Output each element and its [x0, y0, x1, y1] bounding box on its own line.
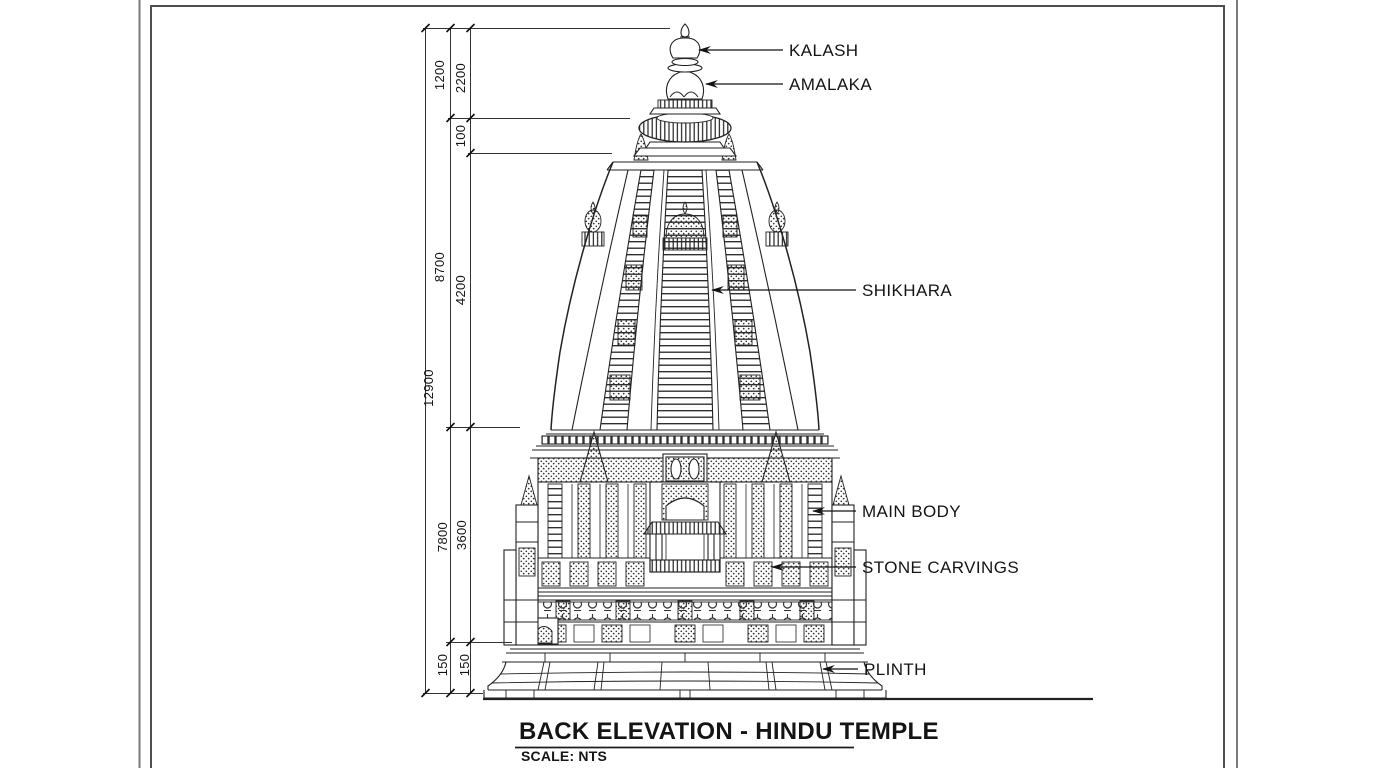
callout-stone-carvings: STONE CARVINGS — [862, 558, 1019, 577]
dimension-labels: 1200 2200 100 8700 4200 12900 7800 3600 … — [421, 60, 472, 676]
dim-label-kalash-height: 1200 — [432, 60, 447, 90]
callout-main-body: MAIN BODY — [862, 502, 961, 521]
shikhara-drawing — [550, 133, 820, 431]
extension-lines — [423, 28, 670, 694]
dim-label-plinth-upper: 150 — [435, 654, 450, 677]
dim-label-body-inner: 3600 — [454, 520, 469, 550]
dim-label-shikhara-outer: 8700 — [432, 252, 447, 282]
drawing-scale: SCALE: NTS — [521, 748, 607, 764]
dim-label-neck: 100 — [453, 125, 468, 148]
dim-label-total-height: 12900 — [421, 369, 436, 407]
finial-drawing — [632, 23, 738, 157]
dim-label-finial-total: 2200 — [453, 63, 468, 93]
dim-label-shikhara-inner: 4200 — [453, 275, 468, 305]
callout-shikhara: SHIKHARA — [862, 281, 952, 300]
callout-amalaka: AMALAKA — [789, 75, 872, 94]
main-body-drawing — [503, 429, 867, 646]
callout-kalash: KALASH — [789, 41, 859, 60]
drawing-title: BACK ELEVATION - HINDU TEMPLE — [519, 718, 939, 745]
dimension-ticks — [420, 23, 476, 698]
dim-label-plinth-lower: 150 — [457, 654, 472, 677]
sheet-frame — [138, 0, 1238, 768]
temple-line-drawing — [483, 23, 1093, 701]
inner-border — [150, 5, 1225, 768]
callout-labels: KALASH AMALAKA SHIKHARA MAIN BODY STONE … — [789, 41, 1019, 679]
callout-leaders — [698, 46, 858, 673]
dim-label-body-outer: 7800 — [435, 522, 450, 552]
dimension-lines — [420, 23, 670, 698]
plinth-drawing — [483, 644, 887, 699]
title-block: BACK ELEVATION - HINDU TEMPLE SCALE: NTS — [515, 718, 939, 764]
callout-plinth: PLINTH — [864, 660, 927, 679]
